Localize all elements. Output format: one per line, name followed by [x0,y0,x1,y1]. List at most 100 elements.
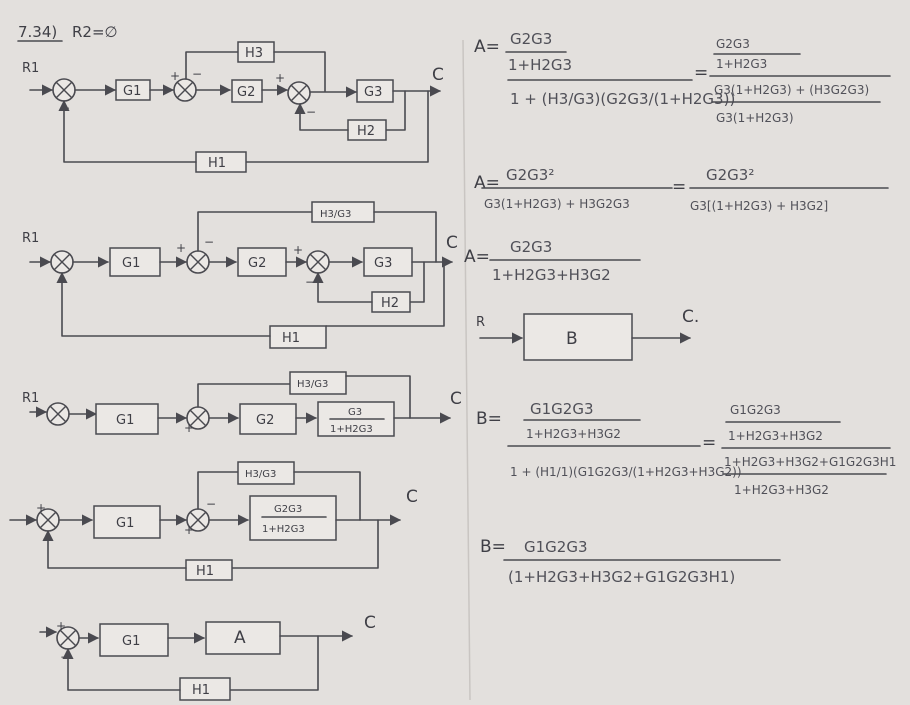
block-g1 [93,505,161,539]
output-label: C. [682,307,699,327]
diagram-1: R1 − G1 +− G2 + − G3 C H3 H2 [22,41,444,173]
svg-text:+: + [184,421,194,435]
svg-text:−: − [60,101,70,115]
svg-text:−: − [306,105,316,119]
block-g2 [239,403,297,435]
block-g2 [231,79,263,103]
eq8-den: (1+H2G3+H3G2+G1G2G3H1) [508,568,735,586]
eq5-den: 1+H2G3+H3G2 [492,266,611,284]
eq5-num: G2G3 [510,238,552,256]
diagram-2: R1 G1 +− G2 + − G3 C H3/G3 H2 [22,201,458,349]
eq7-mid: 1+H2G3+H3G2+G1G2G3H1 [724,455,896,469]
eq4-den: G3[(1+H2G3) + H3G2] [690,199,828,213]
label-a: A= [474,37,500,57]
derivation-b: B= G1G2G3 1+H2G3+H3G2 1 + (H1/1)(G1G2G3/… [476,400,896,586]
block-label: G1 [123,84,141,99]
input-label: R1 [22,61,39,76]
block-numerator: G3 [348,407,362,418]
output-label: C [406,487,418,507]
equivalent-block-b: R B C. [476,307,699,361]
problem-number: 7.34) [18,23,57,41]
block-label: H2 [381,296,399,311]
eq1-den: 1+H2G3 [508,56,572,74]
eq2-bottom: G3(1+H2G3) [716,111,794,125]
svg-text:+: + [184,523,194,537]
block-label: H1 [208,156,226,171]
svg-text:+: + [36,501,46,515]
label-a: A= [474,173,500,193]
svg-text:−: − [42,532,52,546]
block-g1 [109,247,161,277]
eq6-den: 1+H2G3+H3G2 [526,427,621,441]
svg-text:−: − [204,235,214,249]
input-label: R1 [22,231,39,246]
block-g3 [363,247,413,277]
block-label: G2 [248,256,266,271]
input-label: R [476,315,485,330]
block-label: G3 [374,256,392,271]
eq2-top-den: 1+H2G3 [716,57,767,71]
equals-sign: = [672,177,686,197]
svg-text:+: + [293,243,303,257]
eq1-num: G2G3 [510,30,552,48]
eq7-bottom: 1+H2G3+H3G2 [734,483,829,497]
diagram-5: +− G1 A C H1 [39,613,376,701]
equals-sign: = [694,63,708,83]
eq2-mid: G3(1+H2G3) + (H3G2G3) [714,83,869,97]
svg-text:+: + [176,241,186,255]
diagram-4: +− G1 +− G2G3 1+H2G3 C H3/G3 H1 [9,461,418,581]
output-label: C [432,65,444,85]
block-label: G2 [256,413,274,428]
block-label: G1 [122,634,140,649]
svg-text:+: + [56,619,66,633]
block-h3-over-g3 [237,461,295,485]
condition-r2: R2=∅ [72,23,118,41]
svg-text:+: + [170,69,180,83]
block-label: H1 [192,683,210,698]
svg-text:−: − [192,67,202,81]
block-denominator: 1+H2G3 [330,424,373,435]
input-label: R1 [22,391,39,406]
block-h1 [179,677,231,701]
svg-text:−: − [206,497,216,511]
block-label: H3/G3 [320,209,351,220]
block-label: B [566,329,578,349]
block-label: H3 [245,46,263,61]
block-g1 [99,623,169,657]
block-label: G3 [364,85,382,100]
eq2-top-num: G2G3 [716,37,750,51]
eq3-num: G2G3² [506,166,554,184]
output-label: C [446,233,458,253]
label-b: B= [480,537,506,557]
block-g2 [237,247,287,277]
eq6-bottom: 1 + (H1/1)(G1G2G3/(1+H2G3+H3G2)) [510,465,742,479]
block-label: G1 [116,516,134,531]
eq7-top-num: G1G2G3 [730,403,781,417]
block-a [205,621,281,655]
block-g2g3-closed-loop [249,495,337,541]
svg-text:+: + [275,71,285,85]
eq4-num: G2G3² [706,166,754,184]
block-label: A [234,628,246,648]
output-label: C [450,389,462,409]
eq1-bottom: 1 + (H3/G3)(G2G3/(1+H2G3)) [510,90,735,108]
block-numerator: G2G3 [274,504,302,515]
block-label: G2 [237,85,255,100]
label-b: B= [476,409,502,429]
eq3-den: G3(1+H2G3) + H3G2G3 [484,197,630,211]
block-label: H3/G3 [297,379,328,390]
block-b [523,313,633,361]
equals-sign: = [702,433,716,453]
block-h1 [269,325,327,349]
block-h1 [185,559,233,581]
block-label: G1 [116,413,134,428]
block-label: H2 [357,124,375,139]
eq6-num: G1G2G3 [530,400,594,418]
block-denominator: 1+H2G3 [262,524,305,535]
block-h3-over-g3 [289,371,347,395]
svg-text:−: − [305,275,315,289]
diagram-3: R1 G1 + G2 G3 1+H2G3 C H3/G3 [22,371,462,437]
block-label: H1 [196,564,214,579]
